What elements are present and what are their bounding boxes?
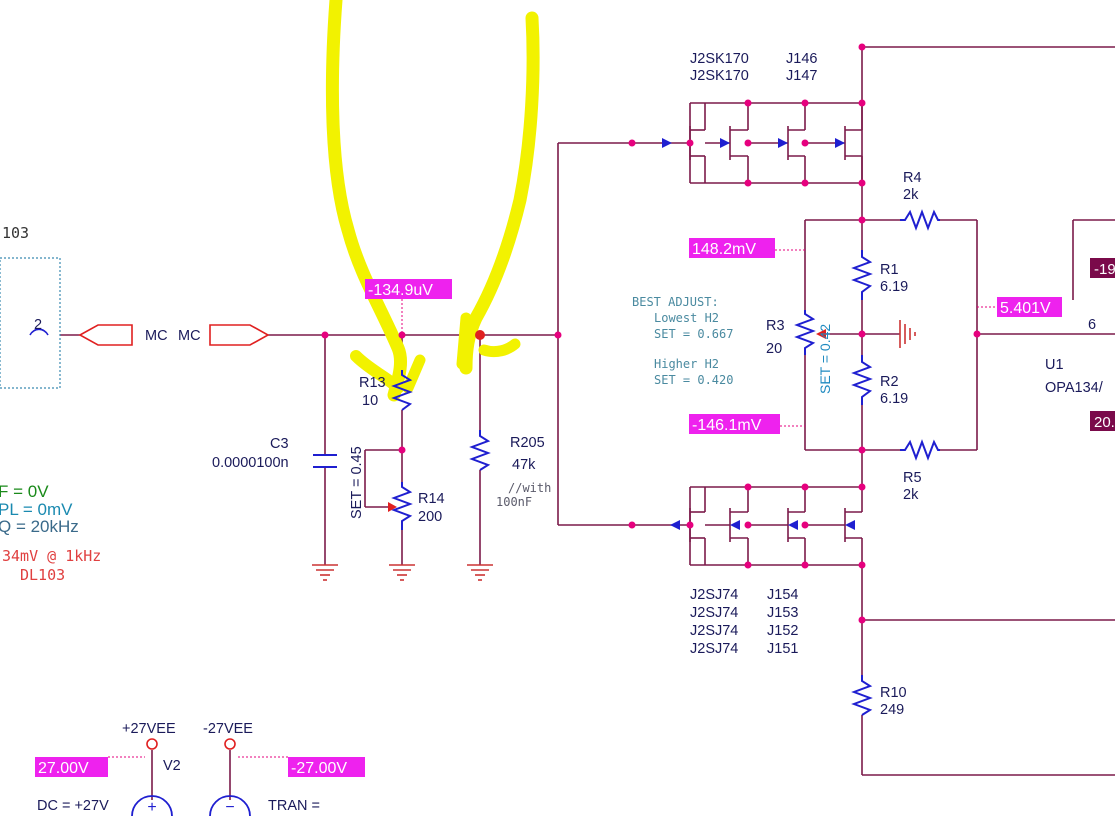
v2-tran: TRAN = (268, 798, 320, 814)
r5-label: R5 (903, 470, 922, 486)
r3-value: 20 (766, 341, 782, 357)
resistor-r205 (469, 430, 491, 471)
r14-wiper-arrow (388, 502, 397, 512)
resistor-r10 (851, 675, 873, 716)
svg-text:+: + (147, 799, 156, 816)
r13-value: 10 (362, 393, 378, 409)
probe-neg-supply: -27.00V (291, 760, 347, 777)
jfet-bottom-ref-3: J152 (767, 623, 798, 639)
resistor-r1 (851, 250, 873, 300)
connector-right-label: MC (178, 328, 201, 344)
ground-c3 (311, 564, 339, 581)
resistor-r2 (851, 355, 873, 405)
jfet-top-model-2: J2SK170 (690, 68, 749, 84)
c3-label: C3 (270, 436, 289, 452)
resistor-r14 (391, 482, 413, 530)
source-q-line: Q = 20kHz (0, 517, 79, 536)
connector-left-label: MC (145, 328, 168, 344)
connector-left (78, 324, 133, 346)
r10-value: 249 (880, 702, 904, 718)
resistor-r4 (900, 209, 940, 231)
svg-text:−: − (225, 799, 234, 816)
jfet-bottom-ref-1: J154 (767, 587, 798, 603)
jfet-array-bottom (670, 487, 863, 565)
chassis-ground (899, 320, 916, 348)
source-pl-line: PL = 0mV (0, 500, 73, 519)
connector-right (209, 324, 270, 346)
jfet-bottom-ref-4: J151 (767, 641, 798, 657)
source-ref-line: DL103 (20, 566, 65, 584)
r3-set: SET = 0.42 (817, 324, 833, 394)
r2-label: R2 (880, 374, 899, 390)
probe-right-bottom: 20. (1094, 414, 1115, 431)
resistor-r5 (900, 439, 940, 461)
supply-v2: + − (131, 738, 251, 816)
note-title: BEST ADJUST: (632, 295, 719, 309)
r4-label: R4 (903, 170, 922, 186)
jfet-array-top (662, 103, 863, 183)
neg-rail-label: -27VEE (203, 721, 253, 737)
probe-r2-bottom: -146.1mV (692, 417, 762, 434)
source-name-fragment: 103 (2, 224, 29, 242)
ground-r205 (466, 564, 494, 581)
r10-label: R10 (880, 685, 907, 701)
note-line-2: SET = 0.667 (654, 327, 733, 341)
source-level-line: 34mV @ 1kHz (2, 547, 101, 565)
r4-value: 2k (903, 187, 919, 203)
probe-r1-top: 148.2mV (692, 241, 756, 258)
jfet-top-ref-1: J146 (786, 51, 817, 67)
r13-label: R13 (359, 375, 386, 391)
r14-value: 200 (418, 509, 442, 525)
r14-label: R14 (418, 491, 445, 507)
resistor-r3 (794, 310, 816, 355)
jfet-bottom-model-3: J2SJ74 (690, 623, 738, 639)
r2-value: 6.19 (880, 391, 908, 407)
probe-leaders (108, 249, 997, 758)
r205-note-2: 100nF (496, 495, 532, 509)
r1-label: R1 (880, 262, 899, 278)
capacitor-c3 (313, 454, 337, 468)
source-f-line: F = 0V (0, 482, 49, 501)
c3-value: 0.0000100n (212, 455, 289, 471)
jfet-bottom-ref-2: J153 (767, 605, 798, 621)
jfet-bottom-model-4: J2SJ74 (690, 641, 738, 657)
note-line-4: SET = 0.420 (654, 373, 733, 387)
jfet-top-model-1: J2SK170 (690, 51, 749, 67)
source-pin-label: 2 (34, 317, 42, 333)
r205-value: 47k (512, 457, 536, 473)
jfet-bottom-model-2: J2SJ74 (690, 605, 738, 621)
u1-model: OPA134/ (1045, 380, 1104, 396)
probe-right-top: -19 (1094, 261, 1115, 278)
resistor-r13 (391, 370, 413, 411)
r3-wiper-arrow (816, 329, 826, 339)
source-box (0, 257, 61, 389)
r14-set: SET = 0.45 (349, 446, 365, 519)
probe-r13-top: -134.9uV (368, 282, 433, 299)
pos-rail-label: +27VEE (122, 721, 176, 737)
ground-r14 (388, 564, 416, 581)
u1-pin: 6 (1088, 317, 1096, 333)
note-line-3: Higher H2 (654, 357, 719, 371)
u1-label: U1 (1045, 357, 1064, 373)
junction-nodes (321, 43, 981, 624)
probe-pos-supply: 27.00V (38, 760, 89, 777)
r3-label: R3 (766, 318, 785, 334)
jfet-bottom-model-1: J2SJ74 (690, 587, 738, 603)
probe-labels: -134.9uV 148.2mV -146.1mV 5.401V -19 20.… (35, 238, 1115, 777)
source-symbol (29, 328, 49, 336)
probe-opamp-out: 5.401V (1000, 300, 1051, 317)
r5-value: 2k (903, 487, 919, 503)
r1-value: 6.19 (880, 279, 908, 295)
v2-dc: DC = +27V (37, 798, 109, 814)
v2-label: V2 (163, 758, 181, 774)
r205-label: R205 (510, 435, 545, 451)
jfet-top-ref-2: J147 (786, 68, 817, 84)
wires (60, 46, 1115, 776)
r205-note-1: //with (508, 481, 551, 495)
note-line-1: Lowest H2 (654, 311, 719, 325)
